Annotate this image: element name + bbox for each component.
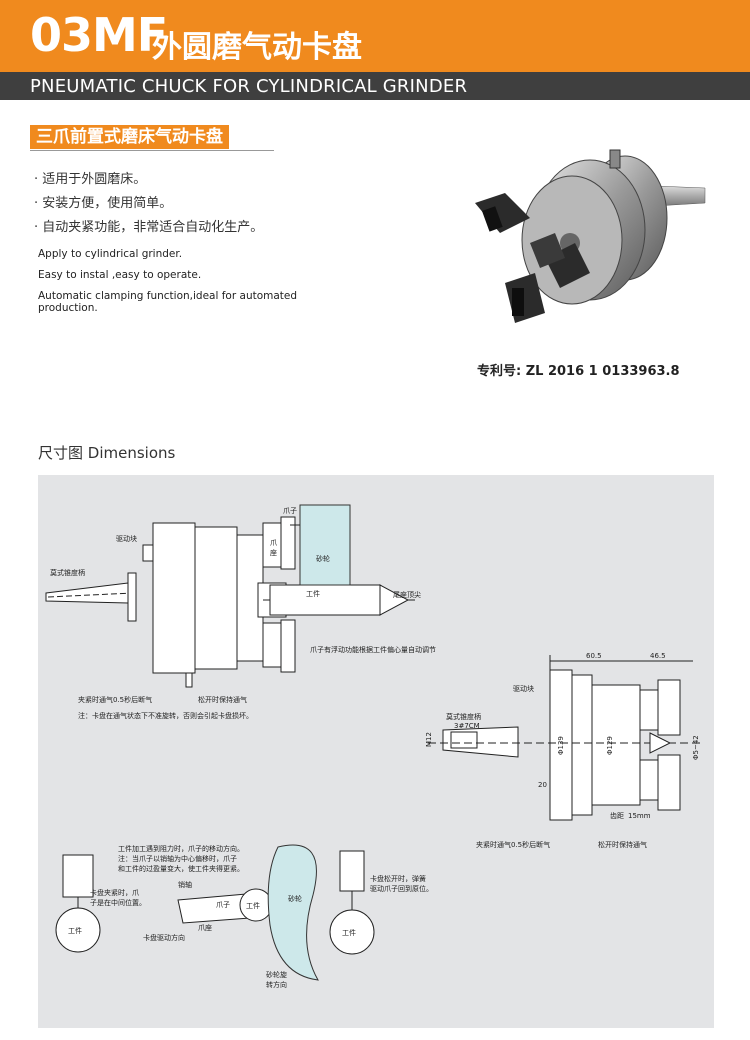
label-release-air: 松开时保持通气 <box>198 695 247 704</box>
label-grinding-wheel: 砂轮 <box>316 554 330 563</box>
section-divider <box>30 150 274 151</box>
label-release-air-2: 松开时保持通气 <box>598 840 647 849</box>
label-workpiece: 工件 <box>306 589 320 598</box>
label-jaw-2: 爪子 <box>216 901 230 909</box>
feature-cn-item: · 安装方便，使用简单。 <box>34 196 173 211</box>
feature-en-item: Apply to cylindrical grinder. <box>38 248 183 260</box>
label-clamp-mid-1: 卡盘夹紧时，爪 <box>90 888 139 897</box>
dimension-drawing-panel: 爪子 爪 座 驱动块 莫式锥度柄 砂轮 工件 尾座顶尖 爪子有浮动功能根据工件偏… <box>38 475 714 1028</box>
label-jaw-seat-2: 座 <box>270 548 277 557</box>
label-dim-20: 20 <box>538 781 547 789</box>
label-m12: M12 <box>425 732 433 747</box>
chuck-product-image <box>475 149 706 323</box>
label-expl-2: 注：当爪子以销轴为中心偏移时，爪子 <box>118 854 237 863</box>
feature-cn-item: · 适用于外圆磨床。 <box>34 172 147 187</box>
label-workpiece-3: 工件 <box>68 926 82 935</box>
title-english: PNEUMATIC CHUCK FOR CYLINDRICAL GRINDER <box>30 76 468 97</box>
label-jaw: 爪子 <box>283 507 297 515</box>
technical-drawing: 爪子 爪 座 驱动块 莫式锥度柄 砂轮 工件 尾座顶尖 爪子有浮动功能根据工件偏… <box>45 504 703 989</box>
title-chinese: 外圆磨气动卡盘 <box>152 30 362 65</box>
label-dim-139: Φ139 <box>557 736 565 755</box>
label-floating-note: 爪子有浮动功能根据工件偏心量自动调节 <box>310 645 436 654</box>
label-expl-1: 工件加工遇到阻力时，爪子的移动方向。 <box>118 844 244 853</box>
patent-number: 专利号: ZL 2016 1 0133963.8 <box>477 364 680 379</box>
label-pin: 销轴 <box>178 880 192 889</box>
label-clamp-air: 夹紧时通气0.5秒后断气 <box>78 695 152 704</box>
label-dim-range: Φ5~42 <box>692 735 700 760</box>
features-cn-list: · 适用于外圆磨床。 · 安装方便，使用简单。 · 自动夹紧功能，非常适合自动化… <box>34 168 263 240</box>
label-gear-val: 15mm <box>628 812 651 820</box>
label-taper-no: 3#7CM <box>454 722 480 730</box>
header-strip <box>0 72 750 100</box>
label-workpiece-2: 工件 <box>246 901 260 910</box>
label-jaw-seat-2b: 爪座 <box>198 923 212 932</box>
label-clamp-mid-2: 子是在中间位置。 <box>90 898 146 907</box>
label-wheel-rot-1: 砂轮旋 <box>266 970 287 979</box>
label-tailstock: 尾座顶尖 <box>393 590 421 599</box>
label-dim-129: Φ129 <box>606 736 614 755</box>
label-release-1: 卡盘松开时，弹簧 <box>370 874 426 883</box>
feature-en-item: Automatic clamping function,ideal for au… <box>38 290 298 314</box>
label-taper-shank-2: 莫式锥度柄 <box>446 712 481 721</box>
label-dim-465: 46.5 <box>650 652 666 660</box>
label-jaw-seat-1: 爪 <box>270 539 277 547</box>
label-taper-shank: 莫式锥度柄 <box>50 568 85 577</box>
label-gear-shift: 齿距 <box>610 812 624 820</box>
features-en-list: Apply to cylindrical grinder. Easy to in… <box>38 248 308 323</box>
label-drive-block: 驱动块 <box>116 534 137 543</box>
label-wheel-rot-2: 转方向 <box>266 980 287 989</box>
label-release-2: 驱动爪子回到原位。 <box>370 884 433 893</box>
label-expl-3: 和工件的过盈量变大，使工件夹得更紧。 <box>118 864 244 873</box>
section-tag: 三爪前置式磨床气动卡盘 <box>30 125 229 149</box>
model-number: 03MF <box>30 8 168 62</box>
label-drive-dir: 卡盘驱动方向 <box>143 933 185 942</box>
label-drive-block-2: 驱动块 <box>513 684 534 693</box>
dimensions-title: 尺寸图 Dimensions <box>38 444 176 462</box>
label-wheel-2: 砂轮 <box>288 894 302 903</box>
feature-cn-item: · 自动夹紧功能，非常适合自动化生产。 <box>34 220 264 235</box>
label-note: 注：卡盘在通气状态下不准旋转，否则会引起卡盘损坏。 <box>78 711 253 720</box>
label-workpiece-4: 工件 <box>342 928 356 937</box>
label-dim-605: 60.5 <box>586 652 602 660</box>
label-clamp-air-2: 夹紧时通气0.5秒后断气 <box>476 840 550 849</box>
feature-en-item: Easy to instal ,easy to operate. <box>38 269 202 281</box>
